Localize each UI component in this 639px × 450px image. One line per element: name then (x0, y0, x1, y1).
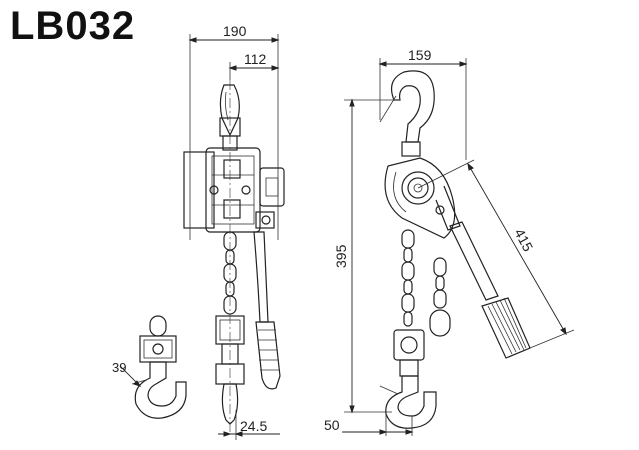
front-dimensions: 190 112 24.5 (188, 23, 280, 440)
dim-chain-offset: 24.5 (240, 418, 267, 434)
dim-overall-width: 190 (223, 23, 247, 39)
side-top-hook (379, 70, 435, 157)
dim-lever-length: 415 (511, 226, 536, 254)
dim-hook-opening: 39 (112, 360, 126, 375)
dim-hook-offset: 112 (244, 51, 267, 67)
side-view (379, 70, 531, 429)
side-body (384, 157, 461, 239)
side-bottom-hook (379, 329, 437, 429)
dim-hook-throat: 50 (324, 417, 340, 433)
dim-closed-height: 395 (333, 244, 349, 268)
dim-side-width: 159 (408, 47, 432, 63)
hook-detail: 39 (112, 315, 187, 419)
front-body (183, 147, 285, 233)
side-dimensions: 159 395 415 50 (324, 47, 575, 436)
side-chains (401, 229, 451, 337)
front-bottom-hook (215, 315, 245, 425)
front-view (183, 84, 285, 425)
model-title: LB032 (10, 4, 136, 48)
front-hand-lever (253, 231, 281, 390)
